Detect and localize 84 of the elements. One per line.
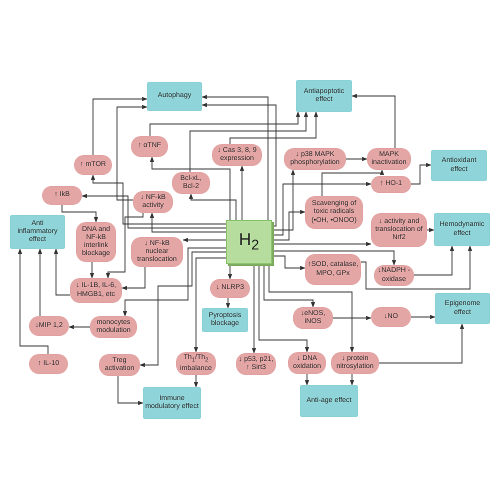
arrow — [240, 165, 244, 220]
mechanism-pill — [42, 186, 82, 205]
arrow — [230, 111, 318, 144]
mechanism-pill — [29, 354, 68, 374]
arrow — [68, 324, 90, 330]
node-label: H$_{2}$ — [238, 230, 260, 254]
effect-box — [431, 150, 487, 181]
arrow — [194, 374, 198, 388]
arrow — [150, 111, 300, 136]
mechanism-pill — [133, 191, 173, 213]
arrow — [139, 252, 226, 368]
arrow — [268, 264, 354, 353]
arrow — [194, 258, 226, 353]
arrow — [150, 212, 226, 232]
arrow — [62, 204, 98, 223]
mechanism-pill — [288, 352, 326, 374]
hydrogen-box — [226, 220, 272, 264]
arrow — [272, 250, 396, 266]
arrow — [272, 210, 306, 240]
effect-box — [10, 215, 65, 249]
effect-box — [435, 293, 490, 324]
mechanism-pill — [293, 307, 333, 329]
mechanism-pill — [74, 155, 112, 175]
arrow — [272, 242, 372, 246]
arrow — [360, 245, 472, 290]
arrow — [18, 248, 48, 354]
effect-box — [147, 82, 202, 111]
arrow — [351, 94, 396, 148]
arrow — [322, 169, 384, 196]
arrow — [252, 264, 256, 354]
mechanism-pill — [99, 354, 140, 376]
arrow — [332, 316, 372, 320]
arrow — [116, 104, 148, 200]
arrow — [106, 212, 144, 279]
mechanism-pill — [212, 144, 262, 166]
arrow — [226, 298, 230, 309]
arrow — [38, 248, 42, 316]
arrow — [272, 256, 306, 270]
arrow — [182, 238, 226, 242]
mechanism-pill — [305, 196, 363, 229]
mechanism-pill — [371, 176, 411, 193]
arrow — [258, 264, 310, 353]
arrow — [264, 264, 316, 308]
mechanism-pill — [331, 352, 379, 374]
arrow — [92, 96, 148, 156]
arrow — [201, 94, 268, 220]
mechanism-pill — [210, 279, 250, 298]
mechanism-pill — [70, 278, 122, 303]
effect-box — [296, 80, 352, 112]
arrow — [150, 156, 230, 220]
arrow — [90, 262, 94, 279]
arrow — [346, 156, 368, 162]
arrow — [54, 248, 70, 296]
arrow — [272, 169, 296, 230]
arrow — [201, 102, 276, 226]
mechanism-pill — [131, 136, 168, 157]
arrow — [410, 162, 432, 184]
mechanism-pill — [371, 307, 411, 327]
effect-box — [202, 308, 248, 332]
arrow — [410, 314, 436, 320]
effect-box — [300, 385, 358, 417]
arrow — [350, 374, 354, 386]
effect-box — [434, 213, 490, 246]
arrow — [118, 376, 144, 406]
mechanism-pill — [172, 172, 210, 194]
arrow — [81, 194, 226, 228]
arrow — [122, 248, 226, 317]
mechanism-pill — [29, 316, 69, 336]
arrow — [426, 228, 435, 232]
arrow — [188, 193, 236, 220]
arrow — [121, 266, 146, 290]
effect-box — [143, 387, 201, 419]
arrow — [414, 245, 454, 276]
arrow — [190, 111, 308, 172]
arrow — [304, 374, 310, 386]
mechanism-pill — [131, 237, 183, 267]
mechanism-pill — [90, 316, 137, 338]
arrow — [90, 174, 226, 224]
mechanism-pill — [305, 254, 361, 285]
arrow — [228, 264, 232, 280]
mechanism-pill — [371, 213, 427, 247]
arrow — [272, 182, 372, 236]
arrow — [378, 323, 464, 364]
mechanism-pill — [284, 148, 346, 170]
